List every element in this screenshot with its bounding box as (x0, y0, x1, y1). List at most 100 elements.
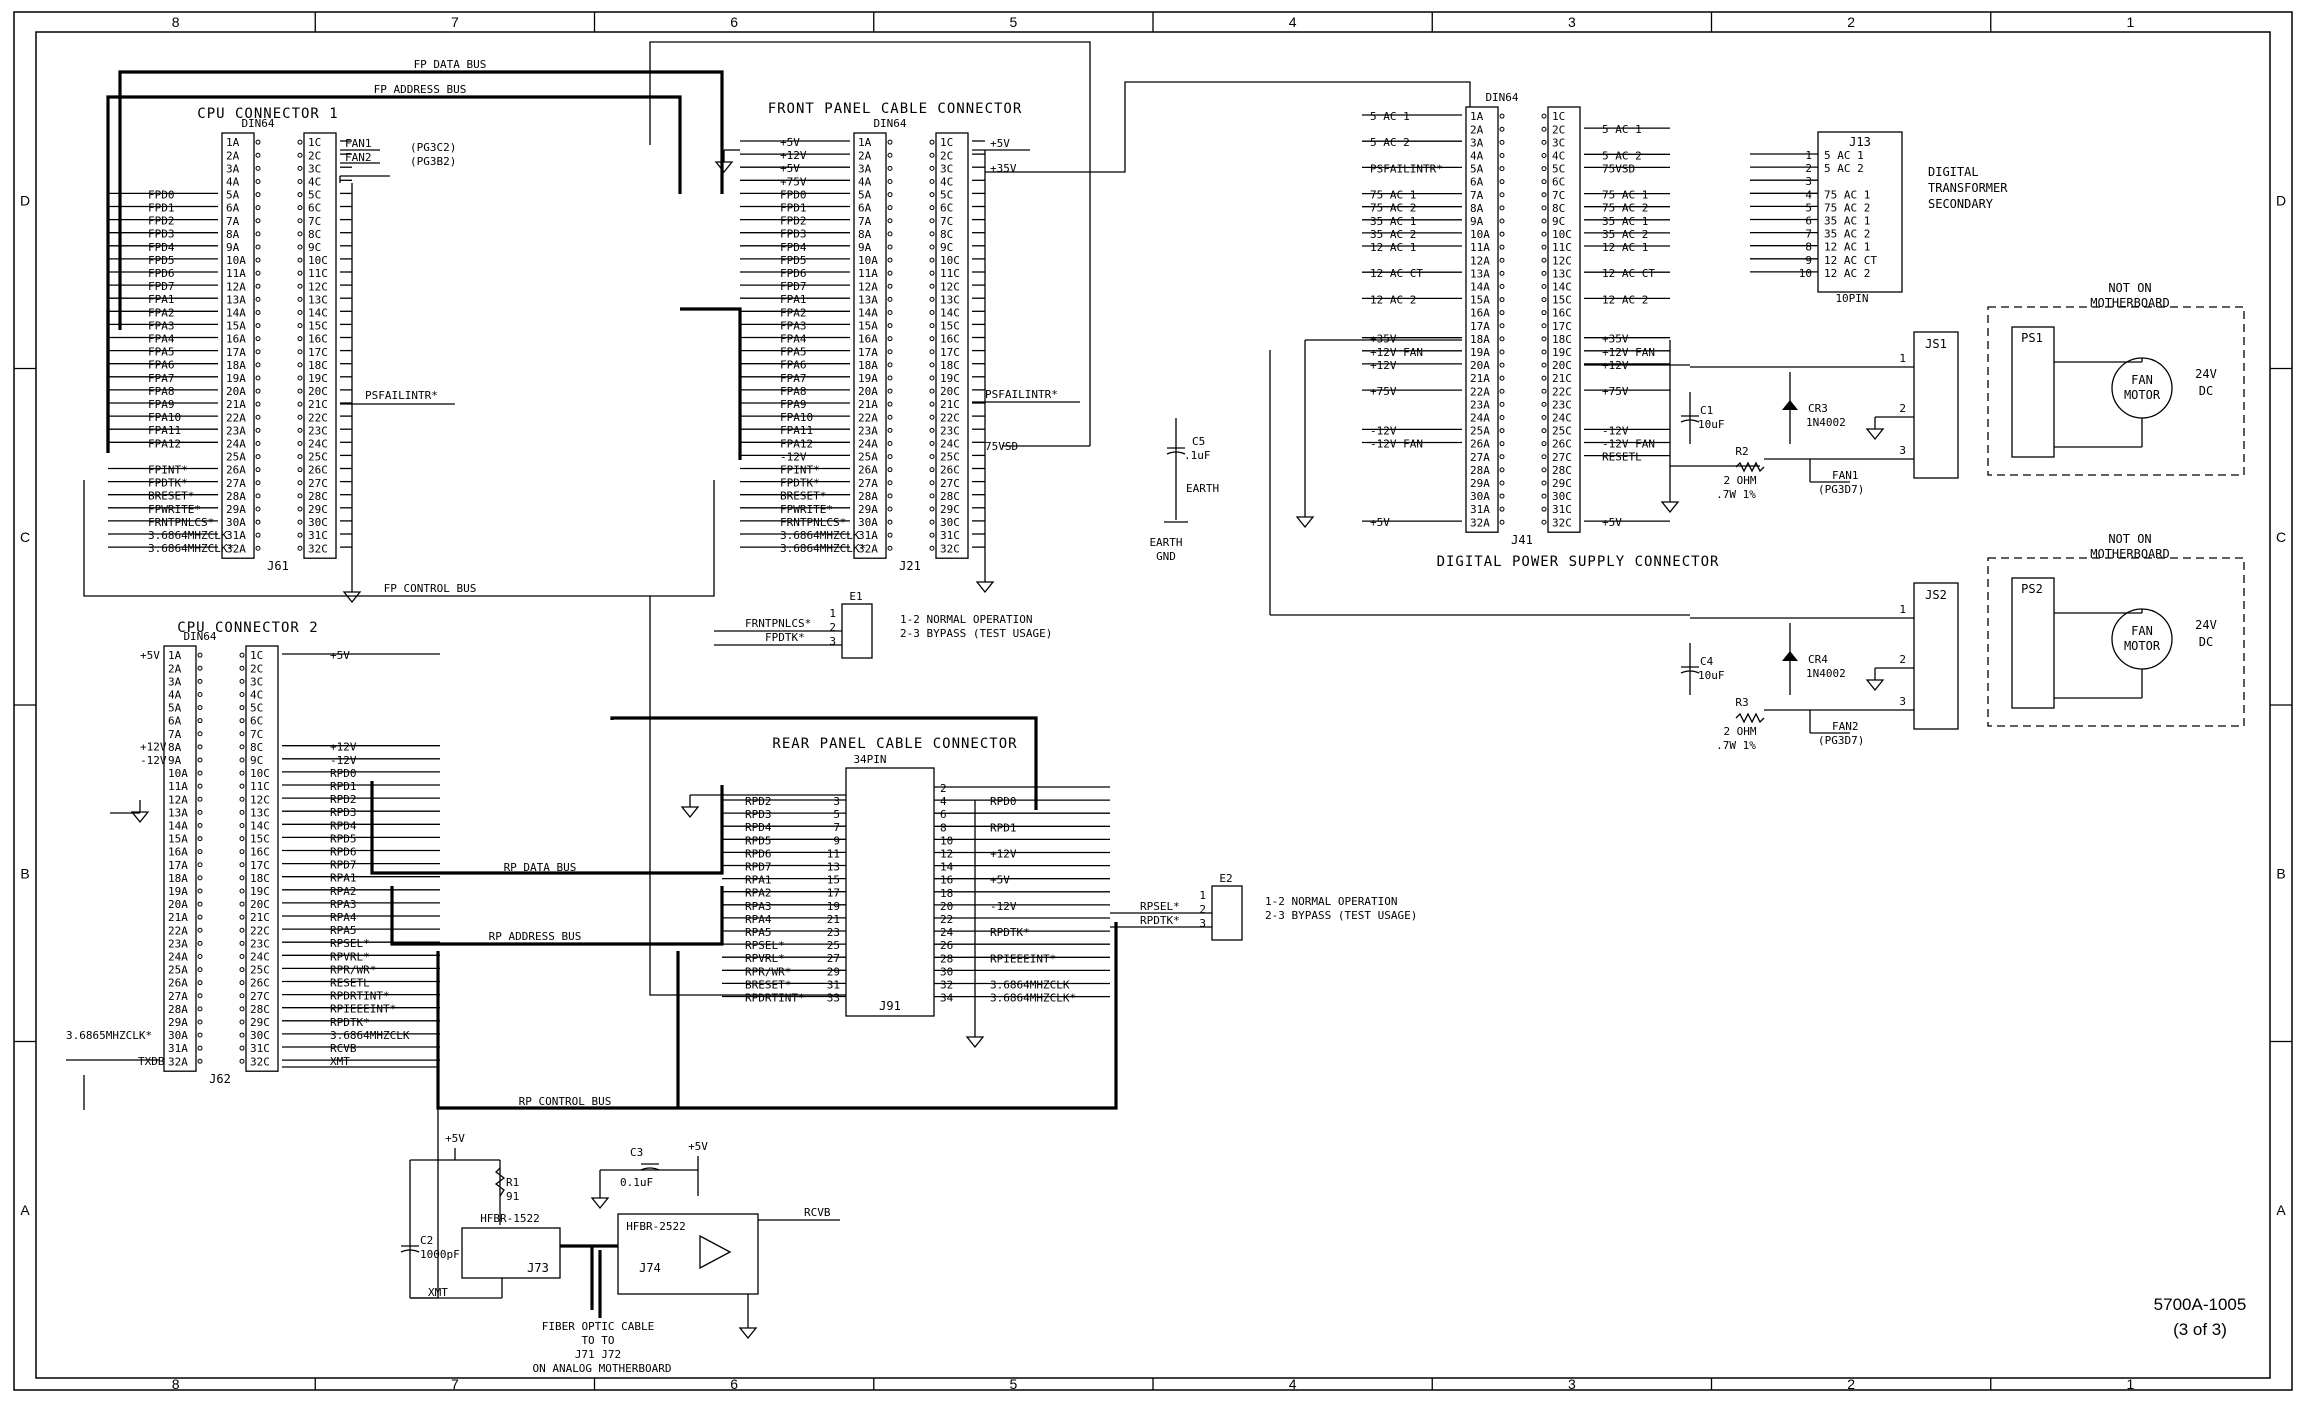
pin-contact (929, 152, 935, 158)
pin-column-a (853, 132, 887, 559)
pin-number: 14C (250, 819, 270, 832)
j13-pin-signal: 75 AC 1 (1824, 188, 1870, 201)
dps-left-signal: 5 AC 1 (1370, 110, 1410, 123)
rp-pin-number: 3 (833, 795, 840, 808)
fiber-5v-a: +5V (445, 1132, 465, 1145)
fp-signal: -12V (780, 450, 807, 463)
pin-contact (239, 888, 245, 894)
pin-number: 3C (308, 162, 321, 175)
connector-body (845, 767, 935, 1017)
cpu1-signal: FPD0 (148, 188, 175, 201)
ground-symbol (1295, 516, 1315, 529)
pin-contact (197, 678, 203, 684)
pin-contact (297, 244, 303, 250)
pin-contact (255, 480, 261, 486)
pin-number: 24C (308, 437, 328, 450)
pin-contact (1499, 493, 1505, 499)
cpu1-fan1-ref: (PG3C2) (410, 141, 456, 154)
pin-contact (1499, 192, 1505, 198)
pin-number: 20C (250, 898, 270, 911)
pin-number: 29C (308, 503, 328, 516)
fp-signal: FPD7 (780, 280, 807, 293)
fan-jack-body (1913, 582, 1959, 730)
pin-number: 7C (250, 728, 263, 741)
pin-number: 28A (858, 490, 878, 503)
rp-left-signal: RPD5 (745, 834, 772, 847)
diode-symbol (1782, 651, 1798, 661)
bus-label-fp-control: FP CONTROL BUS (384, 582, 477, 595)
pin-contact (1541, 349, 1547, 355)
pin-contact (255, 440, 261, 446)
pin-contact (887, 401, 893, 407)
pin-contact (887, 192, 893, 198)
j13-pin-number: 7 (1805, 228, 1812, 241)
fan-motor-label-1: FAN (2131, 373, 2153, 387)
pin-contact (239, 809, 245, 815)
pin-contact (1541, 218, 1547, 224)
pin-number: 5C (1552, 163, 1565, 176)
pin-contact (887, 218, 893, 224)
pin-contact (239, 691, 245, 697)
pin-contact (297, 270, 303, 276)
resistor-value-1: 2 OHM (1723, 474, 1756, 487)
pin-number: 13C (1552, 267, 1572, 280)
rp-left-signal: RPD6 (745, 847, 772, 860)
pin-number: 11C (940, 267, 960, 280)
rp-pin-number: 9 (833, 834, 840, 847)
diode-ref: CR4 (1808, 653, 1828, 666)
pin-contact (255, 388, 261, 394)
cpu2-right-signal: RPD7 (330, 859, 357, 872)
pin-number: 5C (250, 702, 263, 715)
rear-panel-connector: REAR PANEL CABLE CONNECTOR34PINJ913RPD25… (680, 736, 1110, 1049)
pin-number: 30C (308, 516, 328, 529)
pin-number: 19A (168, 885, 188, 898)
fan-cap-ref: C4 (1700, 655, 1714, 668)
pin-contact (1541, 323, 1547, 329)
pin-number: 24A (858, 437, 878, 450)
pin-number: 15C (308, 320, 328, 333)
e2-note-1: 1-2 NORMAL OPERATION (1265, 895, 1397, 908)
pin-contact (255, 493, 261, 499)
cpu1-signal: FPINT* (148, 464, 188, 477)
cpu1-fan1: FAN1 (345, 137, 372, 150)
pin-number: 27C (250, 990, 270, 1003)
pin-number: 6A (1470, 176, 1484, 189)
rp-pin-number: 27 (827, 952, 840, 965)
rp-pin-number: 4 (940, 795, 947, 808)
cpu1-signal: 3.6864MHZCLK (148, 529, 228, 542)
dps-left-signal: 12 AC 1 (1370, 241, 1416, 254)
pin-number: 14A (1470, 280, 1490, 293)
pin-number: 17C (250, 859, 270, 872)
sheet-number: (3 of 3) (2173, 1320, 2227, 1339)
rp-pin-number: 32 (940, 979, 953, 992)
pin-contact (1541, 283, 1547, 289)
pin-contact (297, 178, 303, 184)
wiring (83, 41, 1471, 1110)
fp-signal: +12V (780, 149, 807, 162)
dps-left-signal: 75 AC 1 (1370, 189, 1416, 202)
pin-contact (197, 757, 203, 763)
pin-contact (1541, 179, 1547, 185)
ground-symbol (975, 581, 995, 594)
pin-contact (1541, 270, 1547, 276)
pin-number: 4C (250, 688, 263, 701)
rp-pin-number: 18 (940, 887, 953, 900)
diode-symbol (1782, 400, 1798, 410)
pin-contact (239, 1045, 245, 1051)
fan-voltage-2: DC (2199, 384, 2213, 398)
rp-left-signal: RPD7 (745, 861, 772, 874)
pin-contact (239, 1019, 245, 1025)
pin-number: 1C (308, 136, 321, 149)
pin-number: 10A (226, 254, 246, 267)
cpu1-signal: FPD5 (148, 254, 175, 267)
fan-voltage-2: DC (2199, 635, 2213, 649)
pin-number: 21A (1470, 372, 1490, 385)
pin-number: 8A (168, 741, 182, 754)
pin-number: 31A (168, 1042, 188, 1055)
pin-number: 24A (1470, 411, 1490, 424)
pin-contact (929, 192, 935, 198)
pin-number: 29A (168, 1016, 188, 1029)
pin-contact (239, 783, 245, 789)
pin-contact (297, 205, 303, 211)
fp-signal: FPD2 (780, 215, 807, 228)
